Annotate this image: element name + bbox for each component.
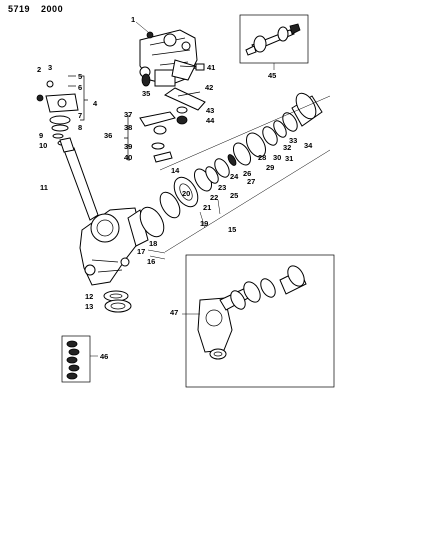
callout-14: 14 xyxy=(171,166,180,175)
callout-15: 15 xyxy=(228,225,236,234)
callout-33: 33 xyxy=(289,136,297,145)
callout-29: 29 xyxy=(266,163,274,172)
callout-42: 42 xyxy=(205,83,213,92)
callout-7: 7 xyxy=(78,111,82,120)
callout-27: 27 xyxy=(247,177,255,186)
callout-6: 6 xyxy=(78,83,82,92)
callout-47: 47 xyxy=(170,308,178,317)
callout-35: 35 xyxy=(142,89,150,98)
callout-23: 23 xyxy=(218,183,226,192)
callout-30: 30 xyxy=(273,153,281,162)
callout-34: 34 xyxy=(304,141,313,150)
callout-41: 41 xyxy=(207,63,215,72)
callout-9: 9 xyxy=(39,131,43,140)
callout-18: 18 xyxy=(149,239,157,248)
callout-40: 40 xyxy=(124,153,132,162)
callout-28: 28 xyxy=(258,153,266,162)
callout-4: 4 xyxy=(93,99,98,108)
idler-arm-group xyxy=(139,111,176,163)
callout-38: 38 xyxy=(124,123,132,132)
callout-45: 45 xyxy=(268,71,276,80)
callout-44: 44 xyxy=(206,116,215,125)
callout-12: 12 xyxy=(85,292,93,301)
header-number: 2000 xyxy=(41,4,64,14)
callout-22: 22 xyxy=(210,193,218,202)
callout-39: 39 xyxy=(124,142,132,151)
inset-box-47 xyxy=(182,254,335,388)
callout-5: 5 xyxy=(78,72,82,81)
callout-1: 1 xyxy=(131,15,135,24)
callout-26: 26 xyxy=(243,169,251,178)
callout-31: 31 xyxy=(285,154,293,163)
exploded-rack-components xyxy=(127,92,331,247)
callout-46: 46 xyxy=(100,352,108,361)
callout-37: 37 xyxy=(124,110,132,119)
callout-19: 19 xyxy=(200,219,208,228)
top-cap-assembly xyxy=(36,75,79,146)
callout-32: 32 xyxy=(283,143,291,152)
inset-box-45 xyxy=(239,14,309,70)
callout-36: 36 xyxy=(104,131,112,140)
header-code: 5719 xyxy=(8,4,31,14)
callout-43: 43 xyxy=(206,106,214,115)
callout-brackets xyxy=(147,149,331,260)
callout-25: 25 xyxy=(230,191,238,200)
callout-10: 10 xyxy=(39,141,47,150)
callout-13: 13 xyxy=(85,302,93,311)
lower-seals xyxy=(103,290,132,313)
callout-3: 3 xyxy=(48,63,52,72)
callout-16: 16 xyxy=(147,257,155,266)
callout-11: 11 xyxy=(40,183,48,192)
inset-box-46 xyxy=(61,335,98,383)
callout-24: 24 xyxy=(230,172,239,181)
callout-20: 20 xyxy=(182,189,190,198)
main-shaft-and-housing xyxy=(59,137,143,286)
pitman-arm-group xyxy=(141,59,206,125)
callout-2: 2 xyxy=(37,65,41,74)
diagram-header: 5719 2000 xyxy=(8,4,63,14)
callout-21: 21 xyxy=(203,203,211,212)
callout-8: 8 xyxy=(78,123,82,132)
callout-17: 17 xyxy=(137,247,145,256)
